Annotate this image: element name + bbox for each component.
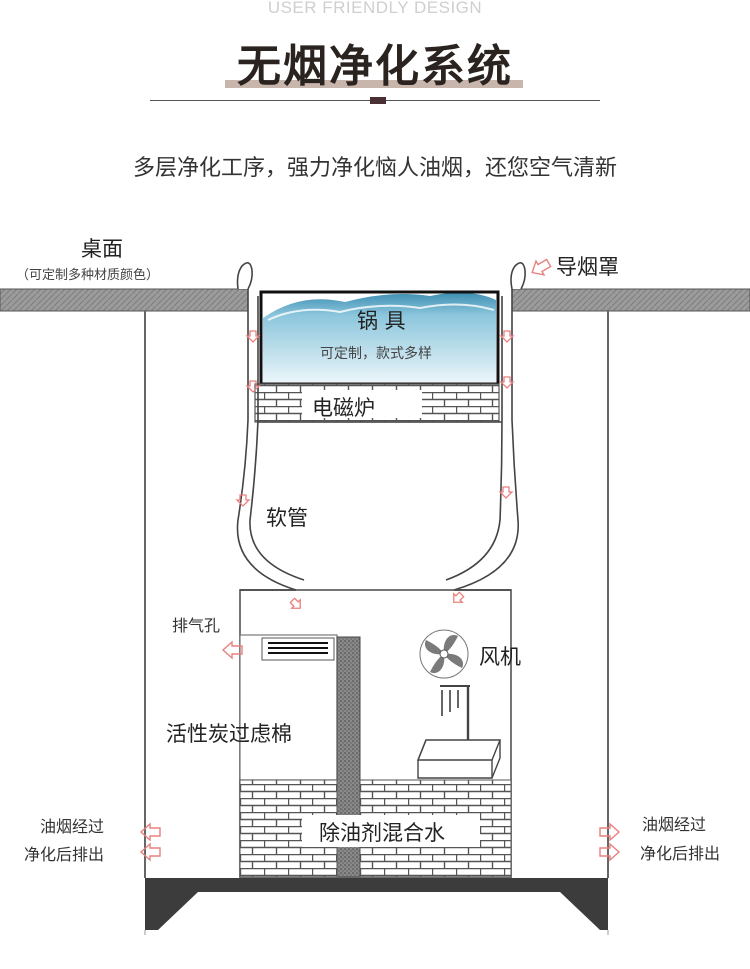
- induction-cooker-label-plate: [302, 390, 422, 418]
- title-highlight-bar: [225, 80, 523, 88]
- label-exhaust-hole: 排气孔: [172, 616, 221, 635]
- pot-wave-highlight: [267, 303, 495, 321]
- pot-water: [263, 292, 496, 382]
- label-smoke-hood: 导烟罩: [556, 255, 619, 279]
- page-title: 无烟净化系统: [237, 41, 513, 92]
- right-outlet-arrow-2: [599, 843, 620, 861]
- label-table-top-note: （可定制多种材质颜色）: [16, 268, 160, 283]
- label-pot: 锅 具: [357, 309, 406, 333]
- cabinet-base: [145, 878, 608, 930]
- header-english-tagline: USER FRIENDLY DESIGN: [267, 0, 483, 17]
- smoke-hood-pointer-arrow: [527, 255, 554, 281]
- smoke-hood-left-lip: [236, 262, 253, 290]
- label-left-outlet-line1: 油烟经过: [40, 817, 105, 836]
- hose-right: [453, 289, 519, 591]
- cabinet-base-floor: [144, 930, 609, 935]
- fan-icon: [419, 629, 469, 679]
- label-hose: 软管: [266, 506, 308, 530]
- collection-tray-icon: [416, 739, 502, 779]
- label-table-top: 桌面: [81, 237, 123, 261]
- degreaser-label-plate: [302, 815, 480, 847]
- label-induction-cooker: 电磁炉: [312, 396, 375, 420]
- label-right-outlet-line1: 油烟经过: [642, 815, 707, 834]
- hose-left-inner: [249, 296, 305, 581]
- label-fan: 风机: [479, 645, 521, 669]
- label-pot-note: 可定制，款式多样: [320, 346, 432, 362]
- table-top-right: [511, 288, 750, 312]
- hose-right-inner: [445, 296, 503, 581]
- left-outlet-arrow-1: [140, 823, 161, 841]
- label-carbon-filter: 活性炭过虑棉: [166, 722, 292, 746]
- page-subtitle: 多层净化工序，强力净化恼人油烟，还您空气清新: [132, 156, 617, 181]
- label-left-outlet-line2: 净化后排出: [24, 845, 105, 864]
- right-outlet-arrow-1: [599, 823, 620, 841]
- exhaust-grille-slats: [268, 642, 328, 654]
- left-outlet-arrow-2: [140, 843, 161, 861]
- table-top-left: [0, 288, 249, 312]
- divider-accent-mark: [370, 97, 386, 104]
- label-degreaser-water: 除油剂混合水: [319, 821, 445, 845]
- smoke-hood-right-lip: [510, 262, 526, 290]
- hose-left: [236, 289, 297, 591]
- label-right-outlet-line2: 净化后排出: [640, 844, 721, 863]
